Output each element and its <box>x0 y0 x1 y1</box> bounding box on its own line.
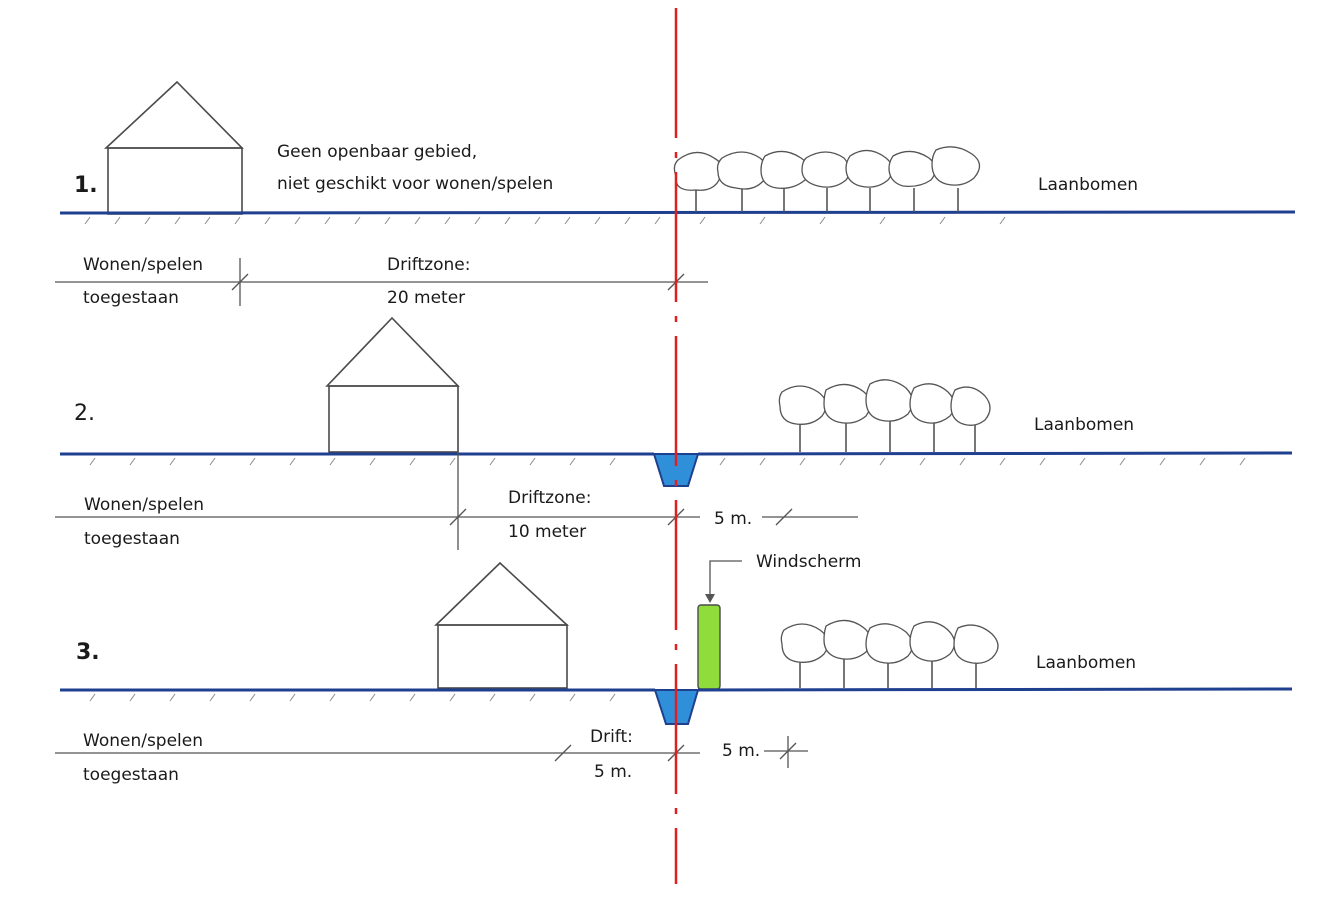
scenario-3: 3. Windscherm <box>55 552 1293 785</box>
scenario-2-trees-label: Laanbomen <box>1034 415 1134 435</box>
scenario-1-allowed-line1: Wonen/spelen <box>83 255 203 275</box>
dimension-line <box>55 386 858 550</box>
scenario-2-offset-label: 5 m. <box>714 509 752 529</box>
tree-row-icon <box>778 379 991 452</box>
soil-hatching <box>89 457 1246 466</box>
scenario-2-allowed-line1: Wonen/spelen <box>84 495 204 515</box>
scenario-2-number: 2. <box>74 401 95 426</box>
scenario-2-zone-line2: 10 meter <box>508 522 586 542</box>
soil-hatching <box>84 216 1006 225</box>
scenario-1: 1. Geen openbaar gebied, niet geschikt v… <box>55 80 1296 308</box>
house-icon <box>325 316 460 453</box>
scenario-1-allowed-line2: toegestaan <box>83 288 179 308</box>
scenario-1-note-line1: Geen openbaar gebied, <box>277 142 477 162</box>
scenario-2-allowed-line2: toegestaan <box>84 529 180 549</box>
scenario-1-note-line2: niet geschikt voor wonen/spelen <box>277 174 553 194</box>
tree-row-icon <box>673 146 981 212</box>
windscreen-icon <box>697 604 721 690</box>
water-ditch <box>652 453 700 487</box>
ground-line-right <box>697 451 1293 456</box>
house-icon <box>434 561 570 689</box>
scenario-2-zone-line1: Driftzone: <box>508 488 591 508</box>
scenario-1-number: 1. <box>74 173 98 198</box>
leader-arrow <box>705 560 742 603</box>
scenario-1-zone-line1: Driftzone: <box>387 255 470 275</box>
scenario-3-zone-line2: 5 m. <box>594 762 632 782</box>
scenario-1-trees-label: Laanbomen <box>1038 175 1138 195</box>
scenario-3-zone-line1: Drift: <box>590 727 633 747</box>
house-icon <box>103 80 244 215</box>
scenario-3-trees-label: Laanbomen <box>1036 653 1136 673</box>
tree-row-icon <box>780 619 999 688</box>
scenario-3-allowed-line2: toegestaan <box>83 765 179 785</box>
scenario-3-number: 3. <box>76 640 100 665</box>
scenario-3-screen-label: Windscherm <box>756 552 861 572</box>
ground-line <box>59 210 1296 215</box>
dimension-line <box>55 736 808 768</box>
ground-line-right <box>697 687 1293 692</box>
scenario-1-zone-line2: 20 meter <box>387 288 465 308</box>
scenario-3-offset-label: 5 m. <box>722 741 760 761</box>
scenario-2: 2. <box>55 316 1293 550</box>
scenario-3-allowed-line1: Wonen/spelen <box>83 731 203 751</box>
soil-hatching <box>89 693 616 702</box>
